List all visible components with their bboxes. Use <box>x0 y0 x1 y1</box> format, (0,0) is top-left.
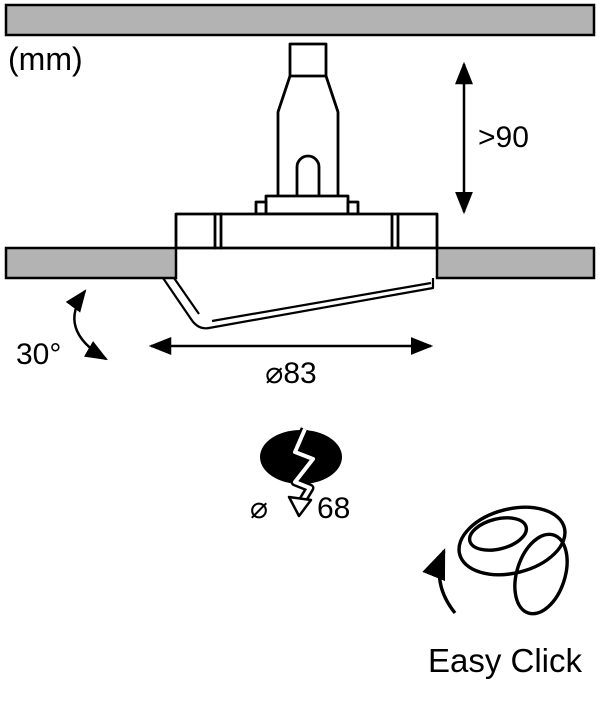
ceiling-top-slab <box>4 3 596 37</box>
cable-gland <box>254 42 360 216</box>
cutout-diameter-value: 68 <box>317 492 350 525</box>
tilt-angle-label: 30° <box>16 338 61 371</box>
easy-click-figure: Easy Click <box>422 505 583 679</box>
depth-dimension-arrow: >90 <box>455 61 529 215</box>
ceiling-right-section <box>435 246 596 280</box>
easy-click-label: Easy Click <box>428 642 583 679</box>
trim-bezel <box>162 277 435 330</box>
diameter-dimension-label: ⌀83 <box>265 357 316 390</box>
fixture-housing <box>174 212 439 250</box>
depth-dimension-label: >90 <box>478 121 529 154</box>
tilt-angle-annotation: 30° <box>16 289 108 371</box>
unit-label: (mm) <box>8 41 83 77</box>
screw-zigzag-icon <box>287 427 318 518</box>
ceiling-left-section <box>4 246 178 280</box>
easy-click-rotate-arrow-icon <box>422 548 457 615</box>
easy-click-spring-icon <box>457 505 569 616</box>
diameter-dimension-arrow: ⌀83 <box>148 337 434 390</box>
cutout-diameter-symbol: ⌀ <box>250 492 268 525</box>
cutout-hole-figure: ⌀ 68 <box>250 427 350 525</box>
